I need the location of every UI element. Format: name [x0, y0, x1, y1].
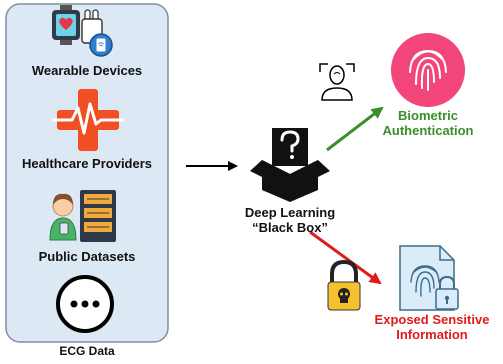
person-server-rack-icon [49, 190, 116, 242]
model-label-line2: “Black Box” [252, 219, 328, 235]
ecg-sources-panel [5, 3, 169, 343]
model-label-line1: Deep Learning [244, 205, 336, 220]
biometric-label-line1: Biometric [398, 108, 458, 123]
sources-caption: ECG Data [59, 344, 115, 358]
question-box-icon [250, 128, 330, 202]
source-label-public: Public Datasets [38, 249, 136, 264]
exposed-label-line2: Information [396, 326, 468, 342]
biometric-label: Biometric Authentication [358, 108, 498, 139]
medical-cross-ecg-icon [52, 89, 124, 151]
wearable-devices-icon [52, 5, 113, 57]
ellipsis-circle-icon [56, 275, 114, 333]
source-label-healthcare: Healthcare Providers [21, 156, 153, 171]
skull-padlock-icon [327, 259, 361, 311]
leak-arrow [309, 230, 382, 285]
fingerprint-document-lock-icon [399, 245, 459, 311]
person-scan-icon [319, 63, 355, 101]
exposed-label-line1: Exposed Sensitive [374, 312, 490, 327]
fingerprint-circle-icon [391, 33, 465, 107]
exposed-label: Exposed Sensitive Information [363, 312, 501, 343]
source-label-wearable: Wearable Devices [31, 63, 143, 78]
biometric-label-line2: Authentication [382, 122, 474, 138]
model-label: Deep Learning “Black Box” [215, 205, 365, 236]
auth-arrow [326, 106, 384, 152]
